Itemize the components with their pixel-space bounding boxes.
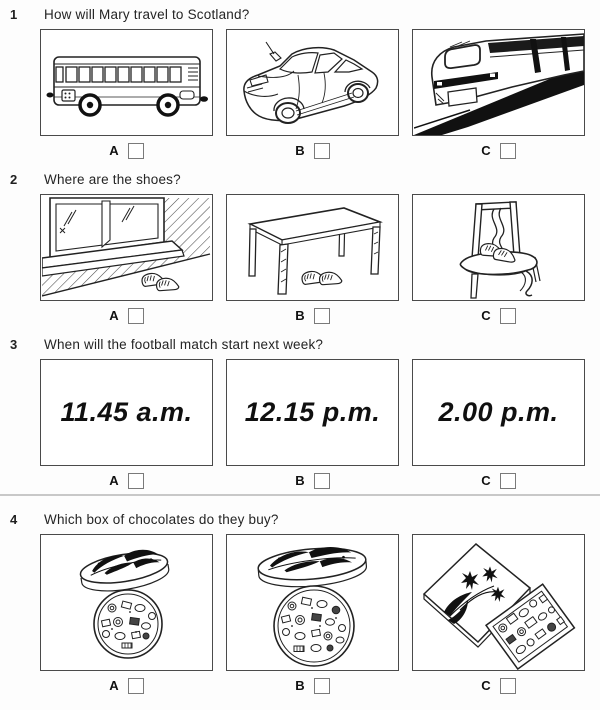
- answer-checkbox-3a[interactable]: [127, 472, 144, 489]
- answer-checkbox-3c[interactable]: [499, 472, 516, 489]
- option-4c-answer-row: C: [481, 677, 516, 694]
- question-4-header: 4 Which box of chocolates do they buy?: [0, 512, 600, 527]
- option-1c: C: [412, 29, 585, 159]
- question-3-header: 3 When will the football match start nex…: [0, 337, 600, 352]
- round-chocolate-box-large-image: [256, 546, 367, 667]
- option-image-box: [40, 194, 213, 301]
- option-image-box: [412, 194, 585, 301]
- question-4-options: A: [40, 534, 600, 694]
- option-letter: A: [109, 678, 119, 693]
- answer-checkbox-3b[interactable]: [313, 472, 330, 489]
- option-4b: B: [226, 534, 399, 694]
- option-3c-answer-row: C: [481, 472, 516, 489]
- question-2-header: 2 Where are the shoes?: [0, 172, 600, 187]
- option-1b: B: [226, 29, 399, 159]
- option-letter: B: [295, 308, 305, 323]
- square-chocolate-box-image: [422, 542, 575, 670]
- time-text: 2.00 p.m.: [438, 397, 559, 427]
- answer-checkbox-2a[interactable]: [127, 307, 144, 324]
- option-letter: B: [295, 143, 305, 158]
- question-text: How will Mary travel to Scotland?: [44, 7, 250, 22]
- window-shoes-image: [41, 196, 210, 297]
- option-letter: B: [295, 473, 305, 488]
- option-image-box: [226, 194, 399, 301]
- option-image-box: [412, 534, 585, 671]
- answer-checkbox-2c[interactable]: [499, 307, 516, 324]
- question-2: 2 Where are the shoes?: [0, 172, 600, 324]
- option-image-box: 2.00 p.m.: [412, 359, 585, 466]
- option-image-box: [412, 29, 585, 136]
- question-text: Where are the shoes?: [44, 172, 181, 187]
- option-image-box: 11.45 a.m.: [40, 359, 213, 466]
- option-image-box: [226, 534, 399, 671]
- question-number: 1: [10, 7, 18, 22]
- time-text: 11.45 a.m.: [60, 397, 193, 427]
- option-2c-answer-row: C: [481, 307, 516, 324]
- option-letter: C: [481, 143, 491, 158]
- option-letter: C: [481, 308, 491, 323]
- round-chocolate-box-small-image: [79, 549, 169, 659]
- question-3: 3 When will the football match start nex…: [0, 337, 600, 489]
- chair-shoes-image: [459, 200, 541, 299]
- option-letter: A: [109, 308, 119, 323]
- option-1a: A: [40, 29, 213, 159]
- question-number: 4: [10, 512, 18, 527]
- option-letter: B: [295, 678, 305, 693]
- option-4a-answer-row: A: [109, 677, 144, 694]
- question-number: 2: [10, 172, 18, 187]
- section-divider: [0, 494, 600, 496]
- option-2a: A: [40, 194, 213, 324]
- option-4a: A: [40, 534, 213, 694]
- option-2b: B: [226, 194, 399, 324]
- answer-checkbox-1b[interactable]: [313, 142, 330, 159]
- question-2-options: A: [40, 194, 600, 324]
- bus-image: [46, 55, 208, 117]
- option-letter: C: [481, 678, 491, 693]
- answer-checkbox-2b[interactable]: [313, 307, 330, 324]
- option-3a: 11.45 a.m. A: [40, 359, 213, 489]
- train-image: [413, 32, 584, 135]
- option-image-box: [226, 29, 399, 136]
- question-3-options: 11.45 a.m. A 12.15 p.m. B 2.00 p.m. C: [40, 359, 600, 489]
- option-image-box: [40, 29, 213, 136]
- table-shoes-image: [246, 206, 383, 295]
- answer-checkbox-4a[interactable]: [127, 677, 144, 694]
- question-text: When will the football match start next …: [44, 337, 324, 352]
- option-1b-answer-row: B: [295, 142, 330, 159]
- option-3c: 2.00 p.m. C: [412, 359, 585, 489]
- option-2a-answer-row: A: [109, 307, 144, 324]
- option-2b-answer-row: B: [295, 307, 330, 324]
- answer-checkbox-1a[interactable]: [127, 142, 144, 159]
- option-3a-answer-row: A: [109, 472, 144, 489]
- question-1-options: A: [40, 29, 600, 159]
- question-number: 3: [10, 337, 18, 352]
- car-image: [242, 41, 378, 124]
- option-image-box: [40, 534, 213, 671]
- option-3b-answer-row: B: [295, 472, 330, 489]
- option-3b: 12.15 p.m. B: [226, 359, 399, 489]
- question-1: 1 How will Mary travel to Scotland?: [0, 0, 600, 159]
- option-2c: C: [412, 194, 585, 324]
- time-text: 12.15 p.m.: [244, 397, 381, 427]
- option-4b-answer-row: B: [295, 677, 330, 694]
- answer-checkbox-4c[interactable]: [499, 677, 516, 694]
- option-letter: A: [109, 143, 119, 158]
- option-letter: A: [109, 473, 119, 488]
- question-text: Which box of chocolates do they buy?: [44, 512, 279, 527]
- option-1a-answer-row: A: [109, 142, 144, 159]
- option-image-box: 12.15 p.m.: [226, 359, 399, 466]
- option-letter: C: [481, 473, 491, 488]
- option-4c: C: [412, 534, 585, 694]
- option-1c-answer-row: C: [481, 142, 516, 159]
- answer-checkbox-1c[interactable]: [499, 142, 516, 159]
- question-1-header: 1 How will Mary travel to Scotland?: [0, 7, 600, 22]
- question-4: 4 Which box of chocolates do they buy?: [0, 512, 600, 694]
- answer-checkbox-4b[interactable]: [313, 677, 330, 694]
